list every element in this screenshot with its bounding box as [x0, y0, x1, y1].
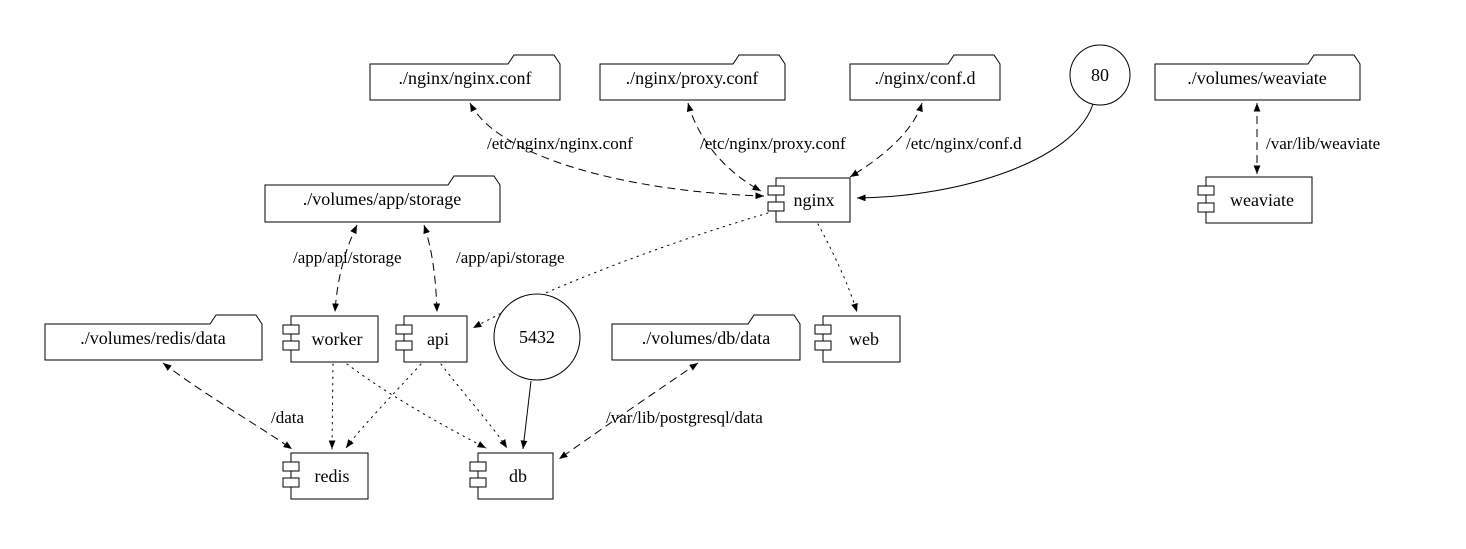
- component-body: [1205, 176, 1313, 224]
- node-web-service: web: [814, 315, 901, 363]
- node-label: 5432: [519, 327, 555, 347]
- node-nginx-conf-folder: ./nginx/nginx.conf: [369, 54, 561, 101]
- component-tab-icon: [767, 185, 785, 196]
- node-label: ./nginx/conf.d: [875, 68, 976, 88]
- component-body: [775, 177, 851, 223]
- edge-dbdata-db: [558, 362, 699, 460]
- node-label: 80: [1091, 65, 1109, 85]
- node-label: worker: [312, 329, 363, 349]
- edge-port80-nginx: [856, 103, 1094, 202]
- folder-icon: [264, 175, 501, 223]
- node-volumes-weaviate-folder: ./volumes/weaviate: [1154, 54, 1361, 101]
- edge-worker-db: [346, 363, 487, 449]
- component-tab-icon: [1197, 185, 1215, 196]
- node-volumes-redis-data-folder: ./volumes/redis/data: [44, 314, 263, 361]
- node-label: db: [509, 466, 527, 486]
- node-db-service: db: [469, 452, 554, 500]
- node-label: web: [849, 329, 879, 349]
- edge-label-weaviate-mount: /var/lib/weaviate: [1266, 134, 1380, 153]
- node-label: redis: [315, 466, 350, 486]
- port-circle: [1069, 44, 1131, 106]
- edge-redisdata-redis: [162, 362, 293, 450]
- edge-label-storage-worker-mount: /app/api/storage: [293, 248, 402, 267]
- edge-label-conf-d-mount: /etc/nginx/conf.d: [906, 134, 1022, 153]
- edge-confd-nginx: [849, 102, 923, 178]
- node-weaviate-service: weaviate: [1197, 176, 1313, 224]
- edge-label-redis-mount: /data: [271, 408, 304, 427]
- component-tab-icon: [282, 477, 300, 488]
- edge-worker-redis: [328, 363, 336, 450]
- edge-api-db: [440, 363, 508, 449]
- edge-proxyconf-nginx: [686, 102, 762, 192]
- component-body: [403, 315, 468, 363]
- component-tab-icon: [282, 340, 300, 351]
- node-api-service: api: [395, 315, 468, 363]
- node-conf-d-folder: ./nginx/conf.d: [849, 54, 1001, 101]
- component-tab-icon: [469, 461, 487, 472]
- node-volumes-app-storage-folder: ./volumes/app/storage: [264, 175, 501, 223]
- node-redis-service: redis: [282, 452, 369, 500]
- component-tab-icon: [767, 201, 785, 212]
- node-label: ./volumes/db/data: [642, 328, 770, 348]
- node-port-80: 80: [1069, 44, 1131, 106]
- edges: [162, 102, 1261, 460]
- node-nginx-service: nginx: [767, 177, 851, 223]
- edge-api-redis: [345, 363, 422, 449]
- component-tab-icon: [1197, 202, 1215, 213]
- component-tab-icon: [469, 477, 487, 488]
- component-tab-icon: [282, 461, 300, 472]
- component-body: [290, 452, 369, 500]
- folder-icon: [599, 54, 786, 101]
- component-tab-icon: [282, 324, 300, 335]
- edge-port5432-db: [520, 380, 532, 450]
- node-label: ./nginx/nginx.conf: [399, 68, 532, 88]
- edge-label-db-mount: /var/lib/postgresql/data: [606, 408, 763, 427]
- node-volumes-db-data-folder: ./volumes/db/data: [611, 314, 801, 361]
- node-proxy-conf-folder: ./nginx/proxy.conf: [599, 54, 786, 101]
- node-label: nginx: [793, 190, 834, 210]
- folder-icon: [1154, 54, 1361, 101]
- node-port-5432: 5432: [493, 293, 581, 381]
- node-label: ./volumes/redis/data: [80, 328, 225, 348]
- component-body: [290, 315, 379, 363]
- edge-nginxconf-nginx: [469, 102, 765, 200]
- edge-label-proxy-conf-mount: /etc/nginx/proxy.conf: [700, 134, 846, 153]
- edge-storage-api: [423, 224, 441, 313]
- edge-nginx-web: [817, 223, 858, 313]
- port-circle: [493, 293, 581, 381]
- component-tab-icon: [814, 340, 832, 351]
- edge-labels: /etc/nginx/nginx.conf /etc/nginx/proxy.c…: [271, 134, 1380, 427]
- edge-label-nginx-conf-mount: /etc/nginx/nginx.conf: [487, 134, 633, 153]
- edge-label-storage-api-mount: /app/api/storage: [456, 248, 565, 267]
- folder-icon: [611, 314, 801, 361]
- node-worker-service: worker: [282, 315, 379, 363]
- component-body: [477, 452, 554, 500]
- component-tab-icon: [814, 324, 832, 335]
- folder-icon: [849, 54, 1001, 101]
- component-tab-icon: [395, 340, 413, 351]
- component-tab-icon: [395, 324, 413, 335]
- node-label: ./nginx/proxy.conf: [626, 68, 759, 88]
- node-label: api: [427, 329, 449, 349]
- folder-icon: [369, 54, 561, 101]
- component-body: [822, 315, 901, 363]
- edge-storage-worker: [332, 224, 358, 313]
- node-label: weaviate: [1230, 190, 1294, 210]
- folder-icon: [44, 314, 263, 361]
- node-label: ./volumes/weaviate: [1187, 68, 1326, 88]
- node-label: ./volumes/app/storage: [303, 189, 461, 209]
